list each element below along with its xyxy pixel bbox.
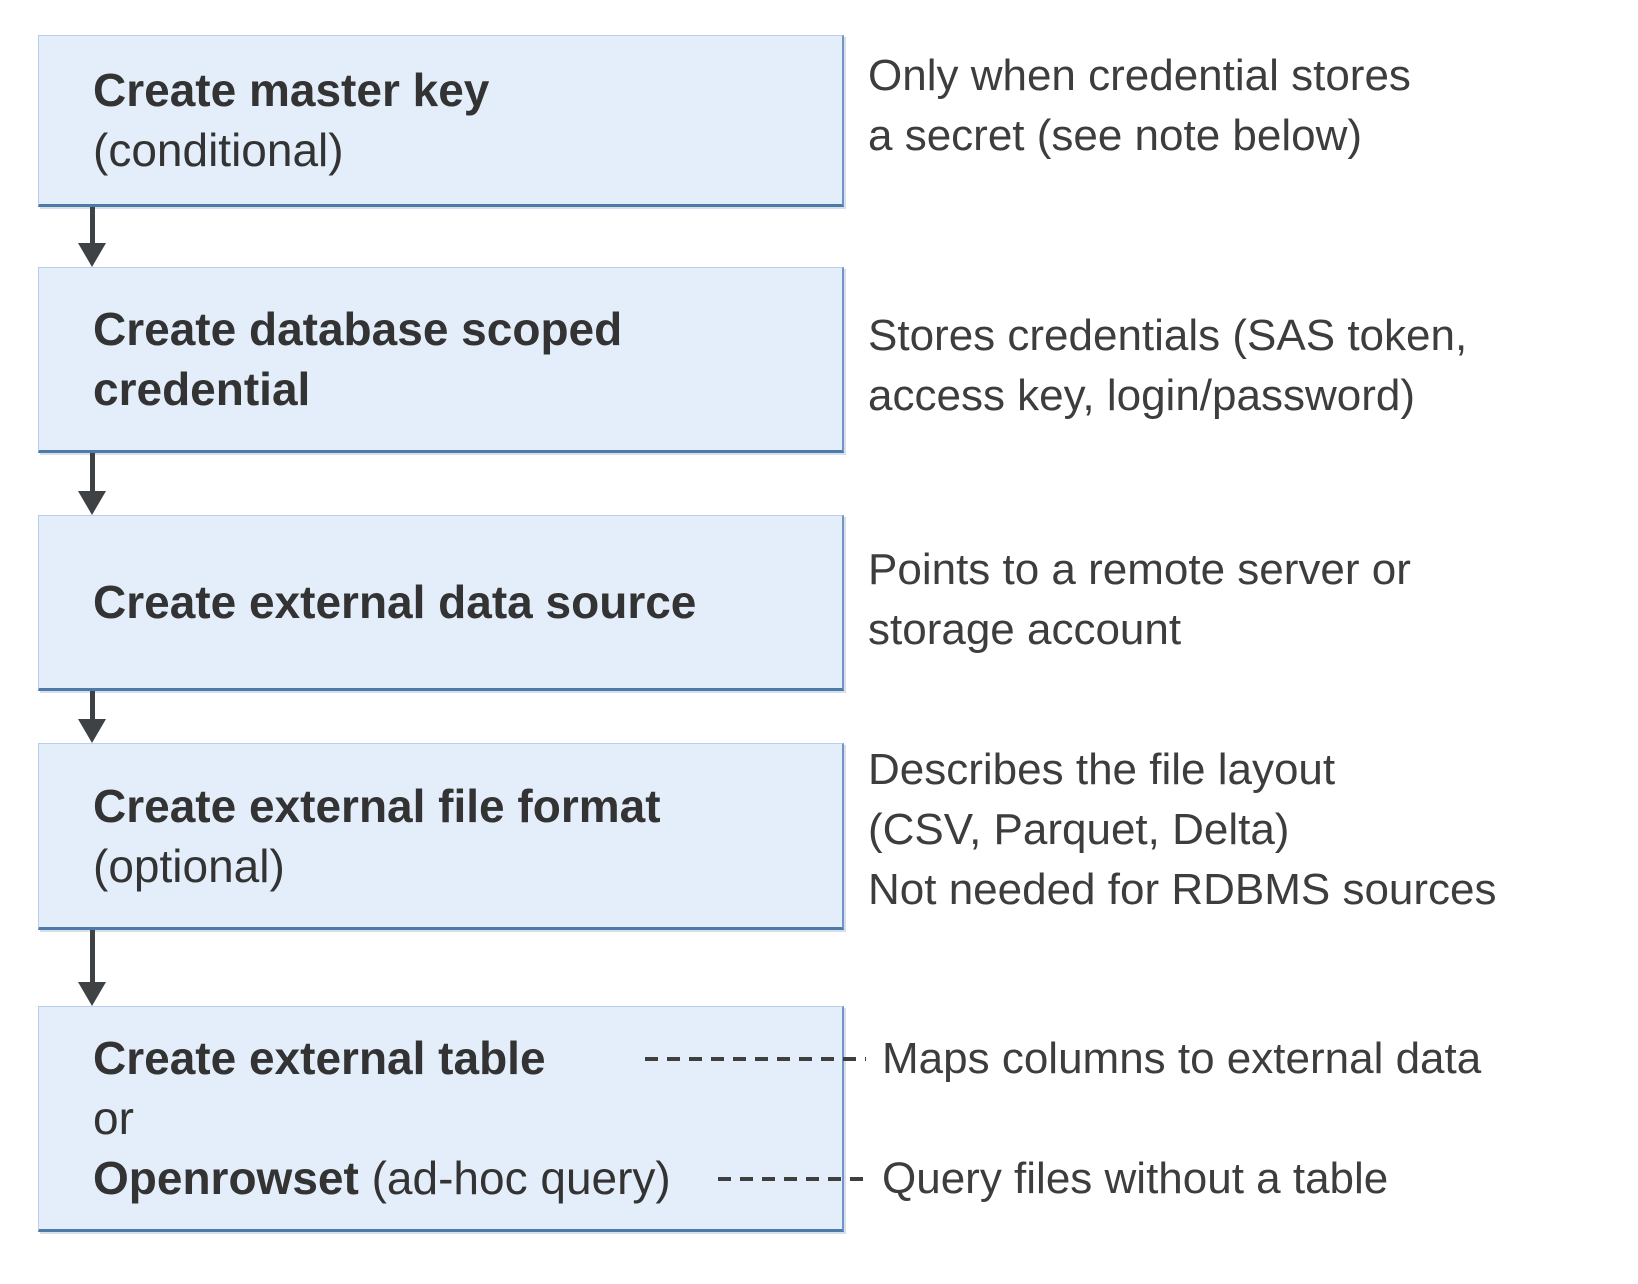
step-note-external-table: Maps columns to external data bbox=[882, 1034, 1482, 1083]
flow-arrow-down-icon bbox=[78, 930, 107, 1006]
step-note-openrowset: Query files without a table bbox=[882, 1154, 1389, 1203]
step-title-line2: credential bbox=[93, 363, 311, 415]
step-box-create-external-data-source: Create external data source bbox=[38, 515, 844, 691]
dashed-connector-openrowset bbox=[718, 1177, 866, 1181]
step-box-create-database-scoped-credential: Create database scoped credential bbox=[38, 267, 844, 453]
note-line: Only when credential stores bbox=[868, 51, 1411, 100]
note-line: storage account bbox=[868, 605, 1182, 654]
step-alt-title: Openrowset bbox=[93, 1152, 359, 1204]
flow-arrow-down-icon bbox=[78, 453, 107, 515]
step-note-master-key: Only when credential stores a secret (se… bbox=[868, 46, 1411, 166]
note-line: access key, login/password) bbox=[868, 371, 1415, 420]
dashed-connector-external-table bbox=[645, 1057, 866, 1061]
step-title: Create external data source bbox=[93, 576, 697, 628]
step-title: Create master key bbox=[93, 64, 490, 116]
step-box-create-external-file-format: Create external file format (optional) bbox=[38, 743, 844, 930]
note-line: (CSV, Parquet, Delta) bbox=[868, 805, 1290, 854]
step-qualifier: (optional) bbox=[93, 839, 285, 892]
step-alt-title-line: Openrowset (ad-hoc query) bbox=[93, 1148, 842, 1208]
note-line: Points to a remote server or bbox=[868, 545, 1411, 594]
step-alt-qualifier: (ad-hoc query) bbox=[358, 1152, 671, 1204]
step-title: Create external table bbox=[93, 1032, 546, 1084]
step-note-file-format: Describes the file layout (CSV, Parquet,… bbox=[868, 740, 1497, 920]
step-qualifier: (conditional) bbox=[93, 124, 344, 176]
step-or-label: or bbox=[93, 1092, 134, 1144]
flow-arrow-down-icon bbox=[78, 207, 107, 267]
note-line: Describes the file layout bbox=[868, 745, 1336, 794]
note-line: a secret (see note below) bbox=[868, 111, 1363, 160]
step-note-data-source: Points to a remote server or storage acc… bbox=[868, 540, 1411, 660]
step-note-scoped-credential: Stores credentials (SAS token, access ke… bbox=[868, 306, 1467, 426]
step-box-create-master-key: Create master key (conditional) bbox=[38, 35, 844, 207]
step-title: Create external file format bbox=[93, 779, 661, 832]
flow-arrow-down-icon bbox=[78, 691, 107, 743]
step-box-create-external-table-or-openrowset: Create external table or Openrowset (ad-… bbox=[38, 1006, 844, 1232]
step-title: Create database scoped bbox=[93, 303, 623, 355]
note-line: Stores credentials (SAS token, bbox=[868, 311, 1468, 360]
note-line: Not needed for RDBMS sources bbox=[868, 865, 1497, 914]
